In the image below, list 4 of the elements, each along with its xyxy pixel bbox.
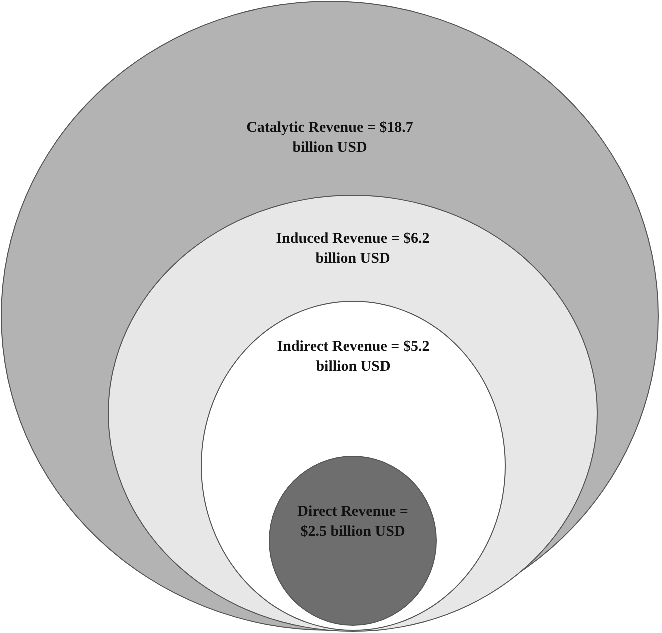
revenue-label: Catalytic Revenue = $18.7 billion USD xyxy=(246,119,414,158)
revenue-label: Indirect Revenue = $5.2 billion USD xyxy=(276,338,431,377)
revenue-label: Direct Revenue = $2.5 billion USD xyxy=(296,503,410,542)
revenue-label: Induced Revenue = $6.2 billion USD xyxy=(275,230,431,269)
